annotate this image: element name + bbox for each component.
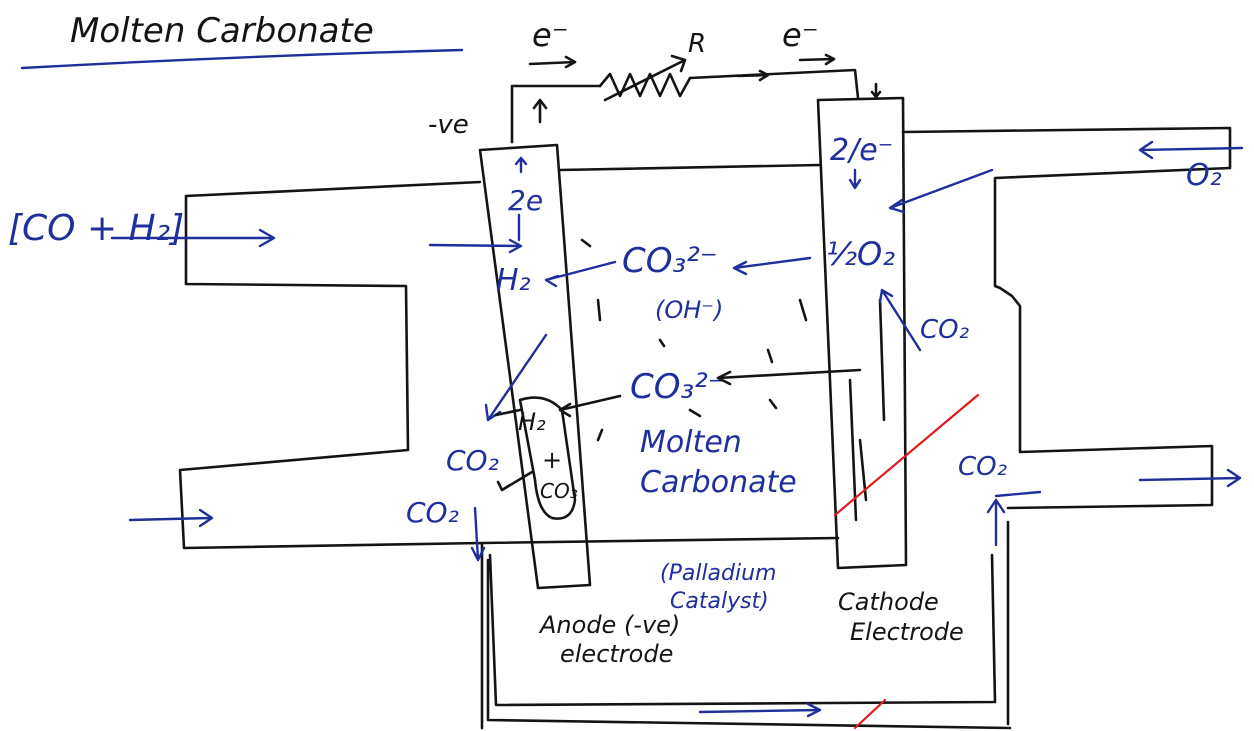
oxygen-inlet-label: O₂ (1186, 158, 1222, 193)
ion-lower-arrow-left (560, 396, 620, 416)
reaction-co3: CO₃ (540, 479, 578, 503)
cathode-electrode (818, 98, 906, 568)
catalyst-label-line1: (Palladium (660, 561, 777, 586)
catalyst-label-line2: Catalyst) (670, 589, 769, 614)
resistor-label: R (688, 29, 706, 59)
carbonate-ion-upper: CO₃²⁻ (622, 241, 718, 281)
cathode-co2-in-label: CO₂ (920, 315, 969, 345)
cathode-co2-in-arrow (880, 290, 920, 350)
air-inlet-arrow (130, 510, 212, 526)
anode-co2-down-arrow (472, 508, 484, 560)
red-correction-mark-lower (855, 700, 885, 728)
carbonate-ion-note: (OH⁻) (655, 296, 723, 324)
hydrogen-label: H₂ (496, 263, 531, 298)
fuel-inlet-label: [CO + H₂] (8, 208, 184, 249)
negative-terminal-label: -ve (428, 110, 469, 140)
carbonate-ion-lower: CO₃²⁻ (630, 367, 726, 407)
cathode-electrons-label: 2/e⁻ (830, 133, 894, 168)
title-underline (22, 50, 462, 68)
electrolyte-label-line2: Carbonate (640, 465, 797, 500)
ion-upper-arrow-right (734, 258, 810, 274)
ion-upper-arrow-left (546, 262, 615, 286)
oxygen-inlet-arrow (1140, 142, 1242, 158)
current-arrow-up-anode (534, 100, 546, 122)
anode-label-line1: Anode (-ve) (538, 611, 680, 639)
cathode-co2-up-arrow (988, 492, 1040, 545)
electron-arrow-right (738, 55, 834, 80)
electrolyte-label-line1: Molten (640, 425, 742, 460)
external-circuit-wire (512, 70, 858, 142)
half-oxygen-label: ½O₂ (826, 235, 895, 273)
reaction-plus: + (542, 446, 562, 474)
anode-label-line2: electrode (560, 640, 673, 668)
cathode-electron-arrow-down (850, 170, 860, 188)
h2-inflow-arrow (430, 240, 521, 252)
electron-label-left: e⁻ (532, 16, 569, 54)
reaction-h2: H₂ (518, 408, 546, 436)
cathode-label-line2: Electrode (850, 618, 964, 646)
current-arrow-down-cathode (872, 84, 880, 97)
electron-label-right: e⁻ (782, 16, 819, 54)
co2-outlet-arrow (1140, 470, 1240, 486)
diagram-title: Molten Carbonate (70, 11, 374, 51)
cathode-label-line1: Cathode (838, 588, 939, 616)
electron-arrow-left (530, 57, 575, 67)
anode-co2-lower: CO₂ (406, 496, 459, 529)
resistor (600, 74, 690, 96)
cathode-co2-out-label: CO₂ (958, 452, 1007, 482)
bottom-return-arrow (700, 704, 820, 716)
ion-lower-arrow-right (718, 370, 860, 384)
anode-co2-upper: CO₂ (446, 444, 499, 477)
oxygen-flow-arrow (890, 170, 992, 212)
anode-electrons-label: 2e (508, 184, 543, 217)
